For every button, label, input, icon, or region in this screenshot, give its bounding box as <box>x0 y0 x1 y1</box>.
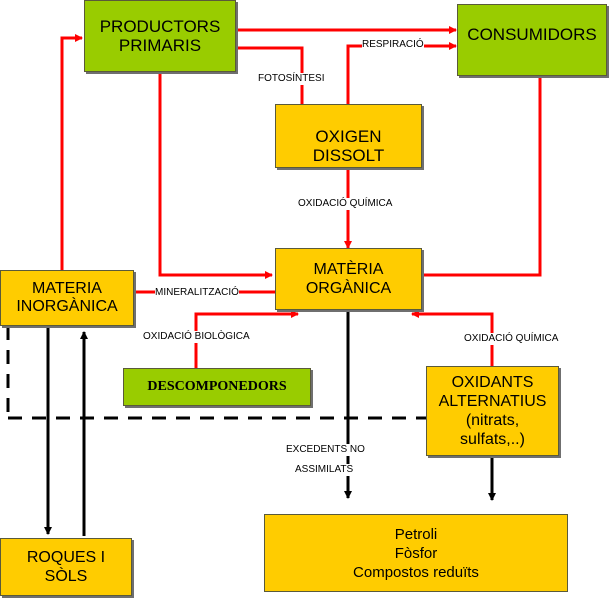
label-mineralitzacio: MINERALITZACIÓ <box>155 287 239 299</box>
arrow-inorganica-productors <box>60 34 83 270</box>
label-respiracio: RESPIRACIÓ <box>362 39 424 51</box>
arrow-oxidacio-quimica-2 <box>411 310 494 366</box>
arrow-respiracio <box>346 42 457 104</box>
label-excedents-2: ASSIMILATS <box>295 464 354 476</box>
node-oxigen-dissolt: OXIGEN DISSOLT <box>275 104 422 168</box>
node-productors-primaris: PRODUCTORS PRIMARIS <box>84 0 236 72</box>
node-petroli: Petroli Fòsfor Compostos reduïts <box>264 514 568 592</box>
node-roques-sols: ROQUES I SÒLS <box>0 538 132 596</box>
arrow-fotosintesi <box>236 46 306 131</box>
node-consumidors: CONSUMIDORS <box>457 4 607 76</box>
label-excedents-1: EXCEDENTS NO <box>286 444 365 456</box>
arrow-oxidacio-biologica <box>194 310 299 368</box>
node-materia-organica: MATÈRIA ORGÀNICA <box>275 248 422 310</box>
arrow-productors-organica <box>158 72 273 279</box>
node-oxidants-alternatius: OXIDANTS ALTERNATIUS (nitrats, sulfats,.… <box>426 366 559 456</box>
arrow-consumidors-organica <box>405 76 542 279</box>
label-oxidacio-quimica-2: OXIDACIÓ QUÍMICA <box>464 333 559 345</box>
node-descomponedors: DESCOMPONEDORS <box>123 368 311 406</box>
label-oxidacio-biologica: OXIDACIÓ BIOLÒGICA <box>143 331 250 343</box>
label-oxidacio-quimica-1: OXIDACIÓ QUÍMICA <box>298 198 393 210</box>
label-fotosintesi: FOTOSÍNTESI <box>258 73 325 85</box>
node-materia-inorganica: MATERIA INORGÀNICA <box>0 270 134 326</box>
